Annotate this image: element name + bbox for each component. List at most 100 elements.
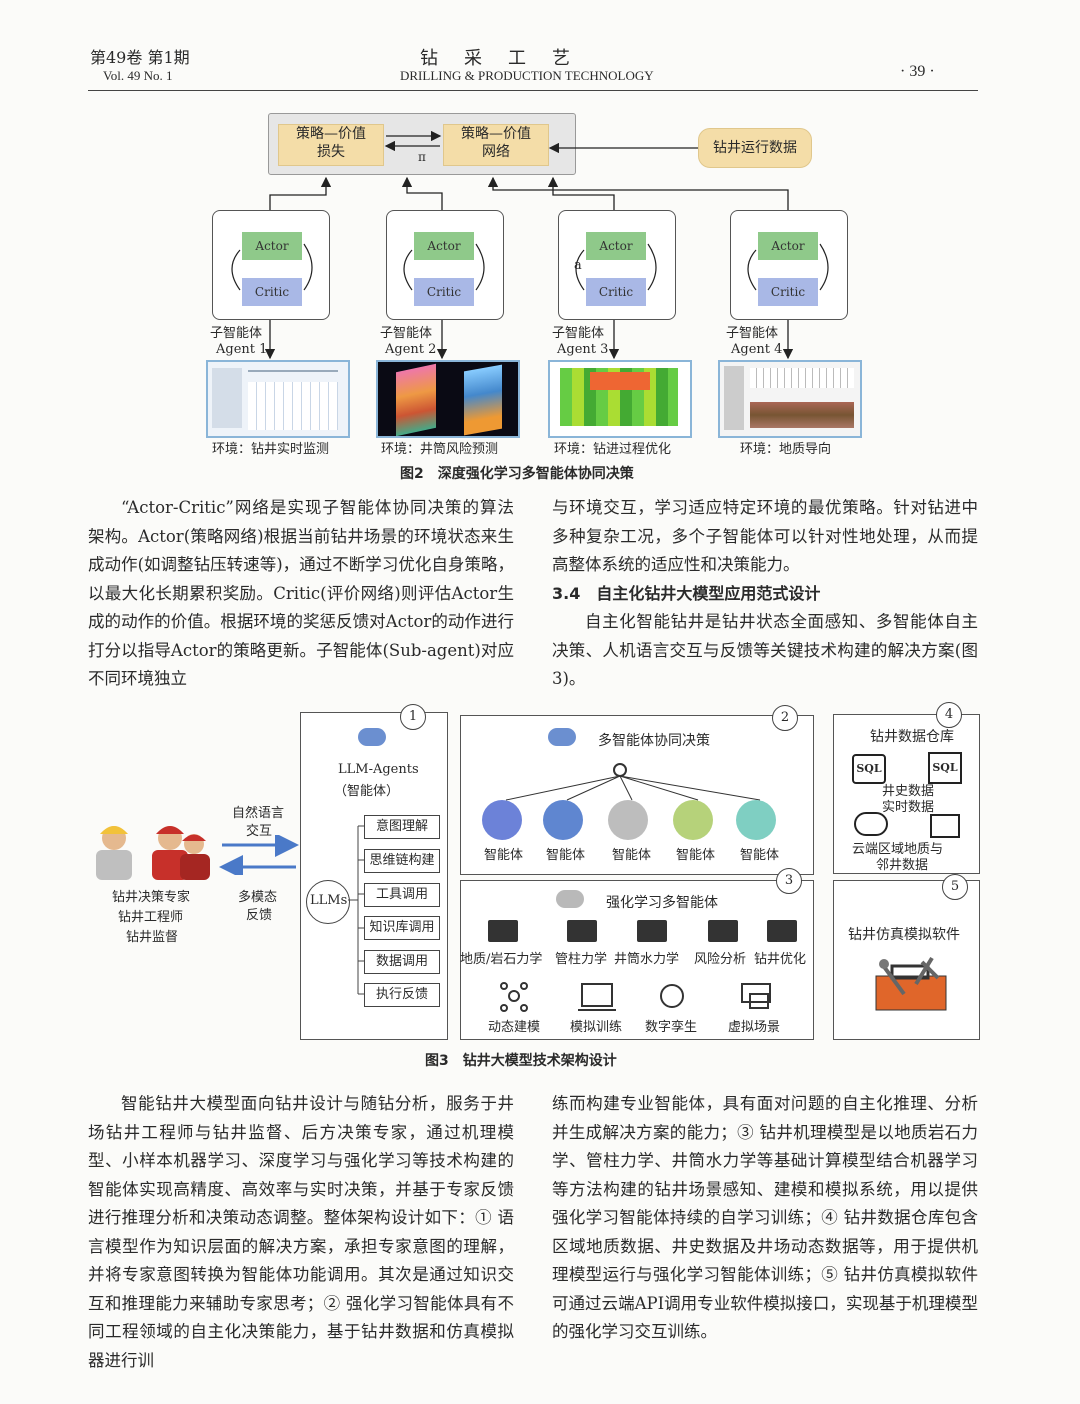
box-5-number: 5 [942, 874, 968, 900]
user-label: 钻井工程师 [118, 910, 184, 925]
env-1-label: 环境：钻井实时监测 [212, 442, 330, 457]
agent-icon [608, 800, 648, 840]
section-heading: 3.4 自主化钻井大模型应用范式设计 [552, 583, 821, 603]
actor-critic-cycles [231, 243, 829, 291]
multi-agent-box [460, 715, 814, 875]
llms-oval [306, 880, 350, 924]
mm-label: 多模态 [238, 890, 278, 905]
box-4-line-3: 云端区域地质与 [852, 842, 944, 857]
page-number: · 39 · [900, 63, 935, 80]
agent-1-label-cn: 子智能体 [210, 326, 263, 341]
capability-item: 工具调用 [364, 883, 440, 907]
figure-3-caption: 图3 钻井大模型技术架构设计 [425, 1053, 617, 1069]
text-top-left: “Actor-Critic”网络是实现子智能体协同决策的算法架构。Actor(策… [88, 494, 514, 694]
llm-agents-label: LLM-Agents [338, 762, 419, 777]
monitor-icon [567, 920, 597, 942]
capability-item: 执行反馈 [364, 983, 440, 1007]
agent-2-label-cn: 子智能体 [380, 326, 433, 341]
capability-item: 意图理解 [364, 815, 440, 839]
agent-4-label-cn: 子智能体 [726, 326, 779, 341]
box-2-title: 多智能体协同决策 [598, 733, 710, 749]
data-warehouse-box [833, 714, 980, 874]
rl-item: 地质/岩石力学 [460, 952, 543, 967]
sql-icon: SQL [852, 754, 886, 784]
agent-label: 智能体 [740, 848, 780, 863]
users-icon [96, 826, 210, 880]
env-3-screenshot [548, 360, 692, 438]
box-4-number: 4 [936, 702, 962, 728]
pi-symbol: π [418, 150, 426, 164]
box-3-number: 3 [776, 868, 802, 894]
volume-en: Vol. 49 No. 1 [103, 68, 173, 83]
rl-icons-row2 [500, 982, 771, 1012]
rl-item: 管柱力学 [555, 952, 608, 967]
interaction-arrows [219, 835, 299, 875]
sql-icon: SQL [928, 752, 962, 784]
agent-icon [673, 800, 713, 840]
rl-item: 模拟训练 [570, 1020, 623, 1035]
env-4-label: 环境：地质导向 [740, 442, 832, 457]
actor-cube: Actor [586, 232, 646, 260]
box-4-line-1: 井史数据 [882, 784, 935, 799]
box-3-title: 强化学习多智能体 [606, 895, 718, 911]
box-4-title: 钻井数据仓库 [870, 729, 954, 745]
capability-item: 数据调用 [364, 950, 440, 974]
env-2-screenshot [376, 360, 520, 438]
critic-cube: Critic [758, 278, 818, 306]
nl-label: 交互 [246, 824, 273, 839]
actor-cube: Actor [414, 232, 474, 260]
monitor-icon [767, 920, 797, 942]
nl-label: 自然语言 [232, 806, 285, 821]
env-4-screenshot [718, 360, 862, 438]
paragraph: 自主化智能钻井是钻井状态全面感知、多智能体自主决策、人机语言交互与反馈等关键技术… [552, 612, 978, 688]
mm-label: 反馈 [246, 908, 273, 923]
actor-cube: Actor [242, 232, 302, 260]
user-label: 钻井监督 [126, 930, 179, 945]
volume-cn: 第49卷 第1期 [90, 48, 190, 67]
rl-agents-box [460, 880, 814, 1040]
rl-item: 虚拟场景 [728, 1020, 781, 1035]
agent-label: 智能体 [484, 848, 524, 863]
critic-cube: Critic [586, 278, 646, 306]
fig2-connectors [264, 130, 794, 360]
agent-2-label-en: Agent 2 [385, 342, 437, 357]
agent-1-label-en: Agent 1 [216, 342, 268, 357]
simulation-box [833, 880, 980, 1040]
box-4-line-4: 邻井数据 [876, 858, 929, 873]
net-box: 策略—价值 网络 [443, 124, 549, 166]
paragraph: 与环境交互，学习适应特定环境的最优策略。针对钻进中多种复杂工况，多个子智能体可以… [552, 498, 978, 574]
rl-item: 数字孪生 [645, 1020, 698, 1035]
monitor-icon [637, 920, 667, 942]
critic-cube: Critic [414, 278, 474, 306]
rl-item: 钻井优化 [754, 952, 807, 967]
agent-label: 智能体 [612, 848, 652, 863]
llm-agents-cn-label: （智能体） [334, 784, 400, 799]
toolbox-icon [875, 956, 947, 1011]
agent-3-label-en: Agent 3 [557, 342, 609, 357]
capability-item: 思维链构建 [364, 849, 440, 873]
agent-4-label-en: Agent 4 [731, 342, 783, 357]
agent-icon [736, 800, 776, 840]
llm-tree [348, 825, 366, 995]
action-label: a [574, 258, 582, 273]
env-1-screenshot [206, 360, 350, 438]
text-bottom-left: 智能钻井大模型面向钻井设计与随钻分析，服务于井场钻井工程师与钻井监督、后方决策专… [88, 1090, 514, 1375]
robot-icon [548, 728, 576, 746]
llms-label: LLMs [310, 893, 348, 908]
env-3-label: 环境：钻进过程优化 [554, 442, 672, 457]
loss-box: 策略—价值 损失 [278, 124, 384, 166]
text-top-right: 与环境交互，学习适应特定环境的最优策略。针对钻进中多种复杂工况，多个子智能体可以… [552, 494, 978, 694]
journal-title-en: DRILLING & PRODUCTION TECHNOLOGY [400, 68, 654, 83]
folder-icon [930, 814, 960, 838]
rl-item: 风险分析 [694, 952, 747, 967]
agent-label: 智能体 [546, 848, 586, 863]
env-2-label: 环境：井筒风险预测 [381, 442, 499, 457]
monitor-icon [708, 920, 738, 942]
rl-item: 井筒水力学 [614, 952, 680, 967]
box-1-number: 1 [400, 704, 426, 730]
hub-tree [505, 763, 761, 801]
figure-2-caption: 图2 深度强化学习多智能体协同决策 [400, 466, 634, 482]
header-rule [88, 90, 978, 91]
box-2-number: 2 [772, 705, 798, 731]
paragraph: 练而构建专业智能体，具有面对问题的自主化推理、分析并生成解决方案的能力；③ 钻井… [552, 1094, 978, 1341]
